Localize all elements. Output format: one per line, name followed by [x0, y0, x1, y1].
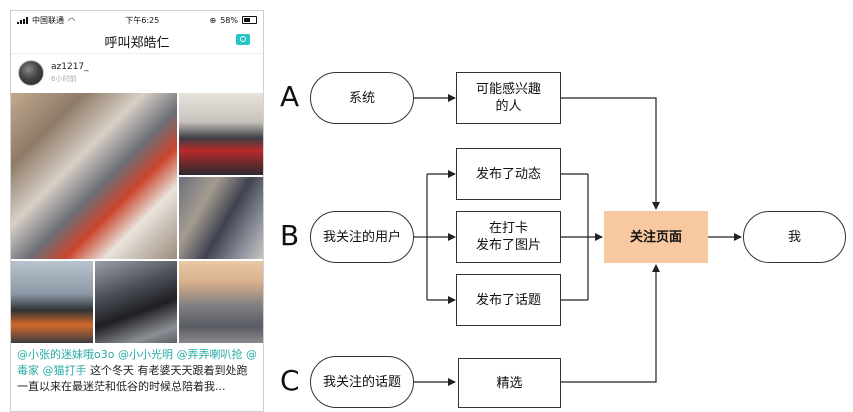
target-node-posted-topic: 发布了话题 — [456, 274, 561, 326]
nav-bar: 呼叫郑皓仁 — [11, 29, 263, 54]
row-label-b: B — [280, 219, 300, 252]
target-node-checkin-photo: 在打卡 发布了图片 — [456, 211, 561, 263]
target-node-featured: 精选 — [458, 358, 561, 408]
phone-screenshot: 中国联通 ◠ 下午6:25 ⊕ 58% 呼叫郑皓仁 az1217_ 6小时前 @… — [10, 10, 264, 412]
row-label-a: A — [280, 80, 300, 113]
wifi-icon: ◠ — [68, 15, 75, 25]
avatar[interactable] — [18, 60, 44, 86]
battery-icon — [242, 16, 257, 24]
edge-a-target-to-hub — [561, 97, 660, 210]
photo-city-skyline[interactable] — [179, 261, 263, 343]
row-label-c: C — [280, 364, 300, 397]
connector-lines — [414, 94, 742, 386]
clock: 下午6:25 — [125, 15, 160, 25]
post-time: 6小时前 — [51, 75, 77, 83]
target-node-posted-update: 发布了动态 — [456, 148, 561, 200]
post-header: az1217_ 6小时前 — [11, 54, 263, 92]
hub-node-follow-page: 关注页面 — [604, 211, 708, 263]
carrier-label: 中国联通 — [32, 15, 64, 25]
signal-icon — [17, 16, 28, 24]
photo-rooftop-couple[interactable] — [11, 261, 93, 343]
photo-couple-supreme[interactable] — [179, 93, 263, 175]
username[interactable]: az1217_ — [51, 62, 89, 72]
post-body: 这个冬天 有老婆天天跟着到处跑一直以来在最迷茫和低谷的时候总陪着我... — [17, 364, 248, 393]
post-caption: @小张的迷妹哦o3o @小小光明 @弄弄喇叭抢 @毒家 @猫打手 这个冬天 有老… — [17, 347, 257, 395]
target-node-may-interest: 可能感兴趣 的人 — [456, 72, 561, 124]
photo-collage[interactable] — [179, 177, 263, 259]
source-node-system: 系统 — [310, 72, 414, 124]
battery-percent: 58% — [220, 15, 238, 25]
photo-group-street[interactable] — [95, 261, 177, 343]
source-node-followed-topics: 我关注的话题 — [310, 356, 414, 408]
status-bar: 中国联通 ◠ 下午6:25 ⊕ 58% — [11, 11, 263, 29]
camera-icon[interactable] — [236, 34, 250, 45]
photo-sneaker-collection[interactable] — [11, 93, 177, 259]
post-mentions[interactable]: @小张的迷妹哦o3o @小小光明 @弄弄喇叭抢 @毒家 @猫打手 — [17, 348, 257, 377]
orientation-lock-icon: ⊕ — [209, 15, 217, 25]
sink-node-me: 我 — [743, 211, 846, 263]
source-node-followed-users: 我关注的用户 — [310, 211, 414, 263]
flow-diagram: A B C 系统 我关注的用户 我关注的话题 可能感兴趣 的人 发布了动态 在打… — [280, 72, 846, 408]
nav-title: 呼叫郑皓仁 — [104, 35, 170, 51]
edge-c-target-to-hub — [561, 264, 660, 383]
